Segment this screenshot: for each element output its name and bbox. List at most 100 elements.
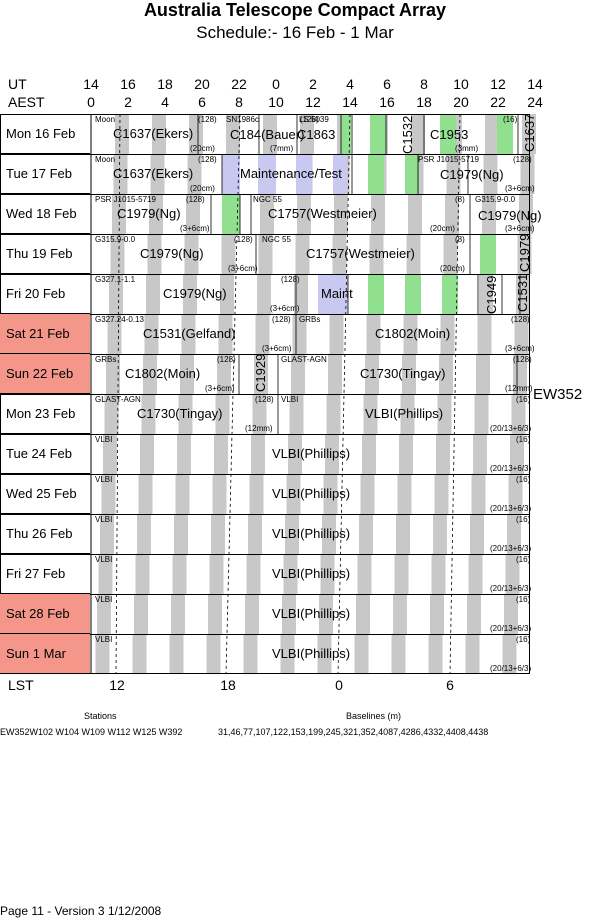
night-stripe (113, 154, 128, 194)
ut-hour-tick: 16 (120, 76, 136, 92)
night-stripe (365, 354, 379, 394)
night-stripe (249, 474, 264, 514)
day-label: Tue 24 Feb (0, 434, 90, 474)
day-label: Wed 18 Feb (0, 194, 90, 234)
block-source-label: (16) (516, 435, 531, 444)
block-source-label: NGC 55 (253, 195, 282, 204)
night-stripe (482, 194, 496, 234)
day-label: Sun 1 Mar (0, 634, 90, 674)
night-stripe (474, 394, 489, 434)
aest-hour-tick: 8 (235, 94, 243, 110)
time-block (440, 114, 456, 154)
night-stripe (319, 594, 333, 634)
night-stripe (397, 474, 412, 514)
night-stripe (393, 594, 407, 634)
night-stripe (403, 314, 418, 354)
night-stripe (436, 434, 450, 474)
block-source-label: VLBI (95, 435, 113, 444)
night-stripe (150, 154, 165, 194)
day-label: Mon 23 Feb (0, 394, 90, 434)
night-stripe (248, 514, 262, 554)
aest-hour-tick: 0 (87, 94, 95, 110)
night-stripe (212, 474, 227, 514)
night-stripe (137, 514, 151, 554)
block-source-label: LS 5039 (299, 115, 329, 124)
vertical-project-label: C1949 (484, 275, 499, 314)
band-label: (20cm) (190, 144, 215, 153)
block-source-label: G315.9-0.0 (95, 235, 136, 244)
night-stripe (369, 234, 384, 274)
night-stripe (477, 314, 492, 354)
night-stripe (431, 554, 446, 594)
aest-hour-tick: 16 (379, 94, 395, 110)
night-stripe (391, 634, 406, 674)
band-label: (3+6cm) (505, 224, 535, 233)
night-stripe (169, 634, 184, 674)
project-label: C1863 (297, 127, 336, 142)
band-label: (3+6cm) (262, 344, 292, 353)
night-stripe (183, 274, 197, 314)
ut-hour-tick: 0 (272, 76, 280, 92)
night-stripe (252, 394, 267, 434)
night-stripe (440, 314, 455, 354)
night-stripe (140, 434, 154, 474)
vertical-project-label: C1929 (253, 353, 268, 392)
project-label: C1637(Ekers) (113, 166, 194, 181)
night-stripe (106, 354, 120, 394)
night-stripe (98, 554, 113, 594)
night-stripe (320, 554, 335, 594)
night-stripe (178, 394, 193, 434)
project-label: C1730(Tingay) (137, 406, 223, 421)
band-label: (20cm) (190, 184, 215, 193)
aest-hour-tick: 4 (161, 94, 169, 110)
night-stripe (174, 514, 188, 554)
night-stripe (468, 554, 483, 594)
night-stripe (101, 474, 116, 514)
night-stripe (433, 514, 447, 554)
page-title: Australia Telescope Compact Array (143, 0, 447, 20)
night-stripe (110, 234, 125, 274)
night-stripe (245, 594, 259, 634)
night-stripe (508, 474, 523, 514)
block-source-label: Moon (95, 155, 116, 164)
night-stripe (354, 634, 369, 674)
aest-hour-tick: 2 (124, 94, 132, 110)
block-source-label: (128) (198, 155, 217, 164)
array-config-label: EW352 (533, 386, 583, 403)
night-stripe (471, 474, 486, 514)
night-stripe (356, 594, 370, 634)
night-stripe (300, 114, 314, 154)
band-label: (3+6cm) (180, 224, 210, 233)
night-stripe (360, 474, 375, 514)
project-label: C1637(Ekers) (113, 126, 194, 141)
time-block (497, 114, 513, 154)
night-stripe (329, 314, 344, 354)
stations-list: EW352W102 W104 W109 W112 W125 W392 (0, 727, 183, 737)
night-stripe (189, 114, 203, 154)
night-stripe (325, 434, 339, 474)
night-stripe (430, 594, 444, 634)
night-stripe (485, 114, 499, 154)
night-stripe (243, 634, 258, 674)
band-label: (3+6cm) (505, 344, 535, 353)
block-source-label: Moon (95, 115, 116, 124)
night-stripe (214, 434, 228, 474)
page-footer: Page 11 - Version 3 1/12/2008 (0, 904, 162, 918)
night-stripe (446, 154, 461, 194)
project-label: VLBI(Phillips) (272, 526, 351, 541)
block-source-label: (128) (217, 355, 236, 364)
project-label: C1979(Ng) (163, 286, 227, 301)
block-source-label: (128) (511, 315, 530, 324)
schedule-subtitle: Schedule:- 16 Feb - 1 Mar (196, 23, 394, 42)
vertical-project-label: C1637 (522, 113, 537, 152)
night-stripe (517, 234, 532, 274)
day-label: Mon 16 Feb (0, 114, 90, 154)
project-label: Maint (321, 286, 353, 301)
night-stripe (208, 594, 222, 634)
aest-hour-tick: 14 (342, 94, 358, 110)
ut-hour-tick: 2 (309, 76, 317, 92)
night-stripe (211, 514, 225, 554)
project-label: VLBI(Phillips) (272, 566, 351, 581)
band-label: (20/13+6/3) (490, 624, 532, 633)
